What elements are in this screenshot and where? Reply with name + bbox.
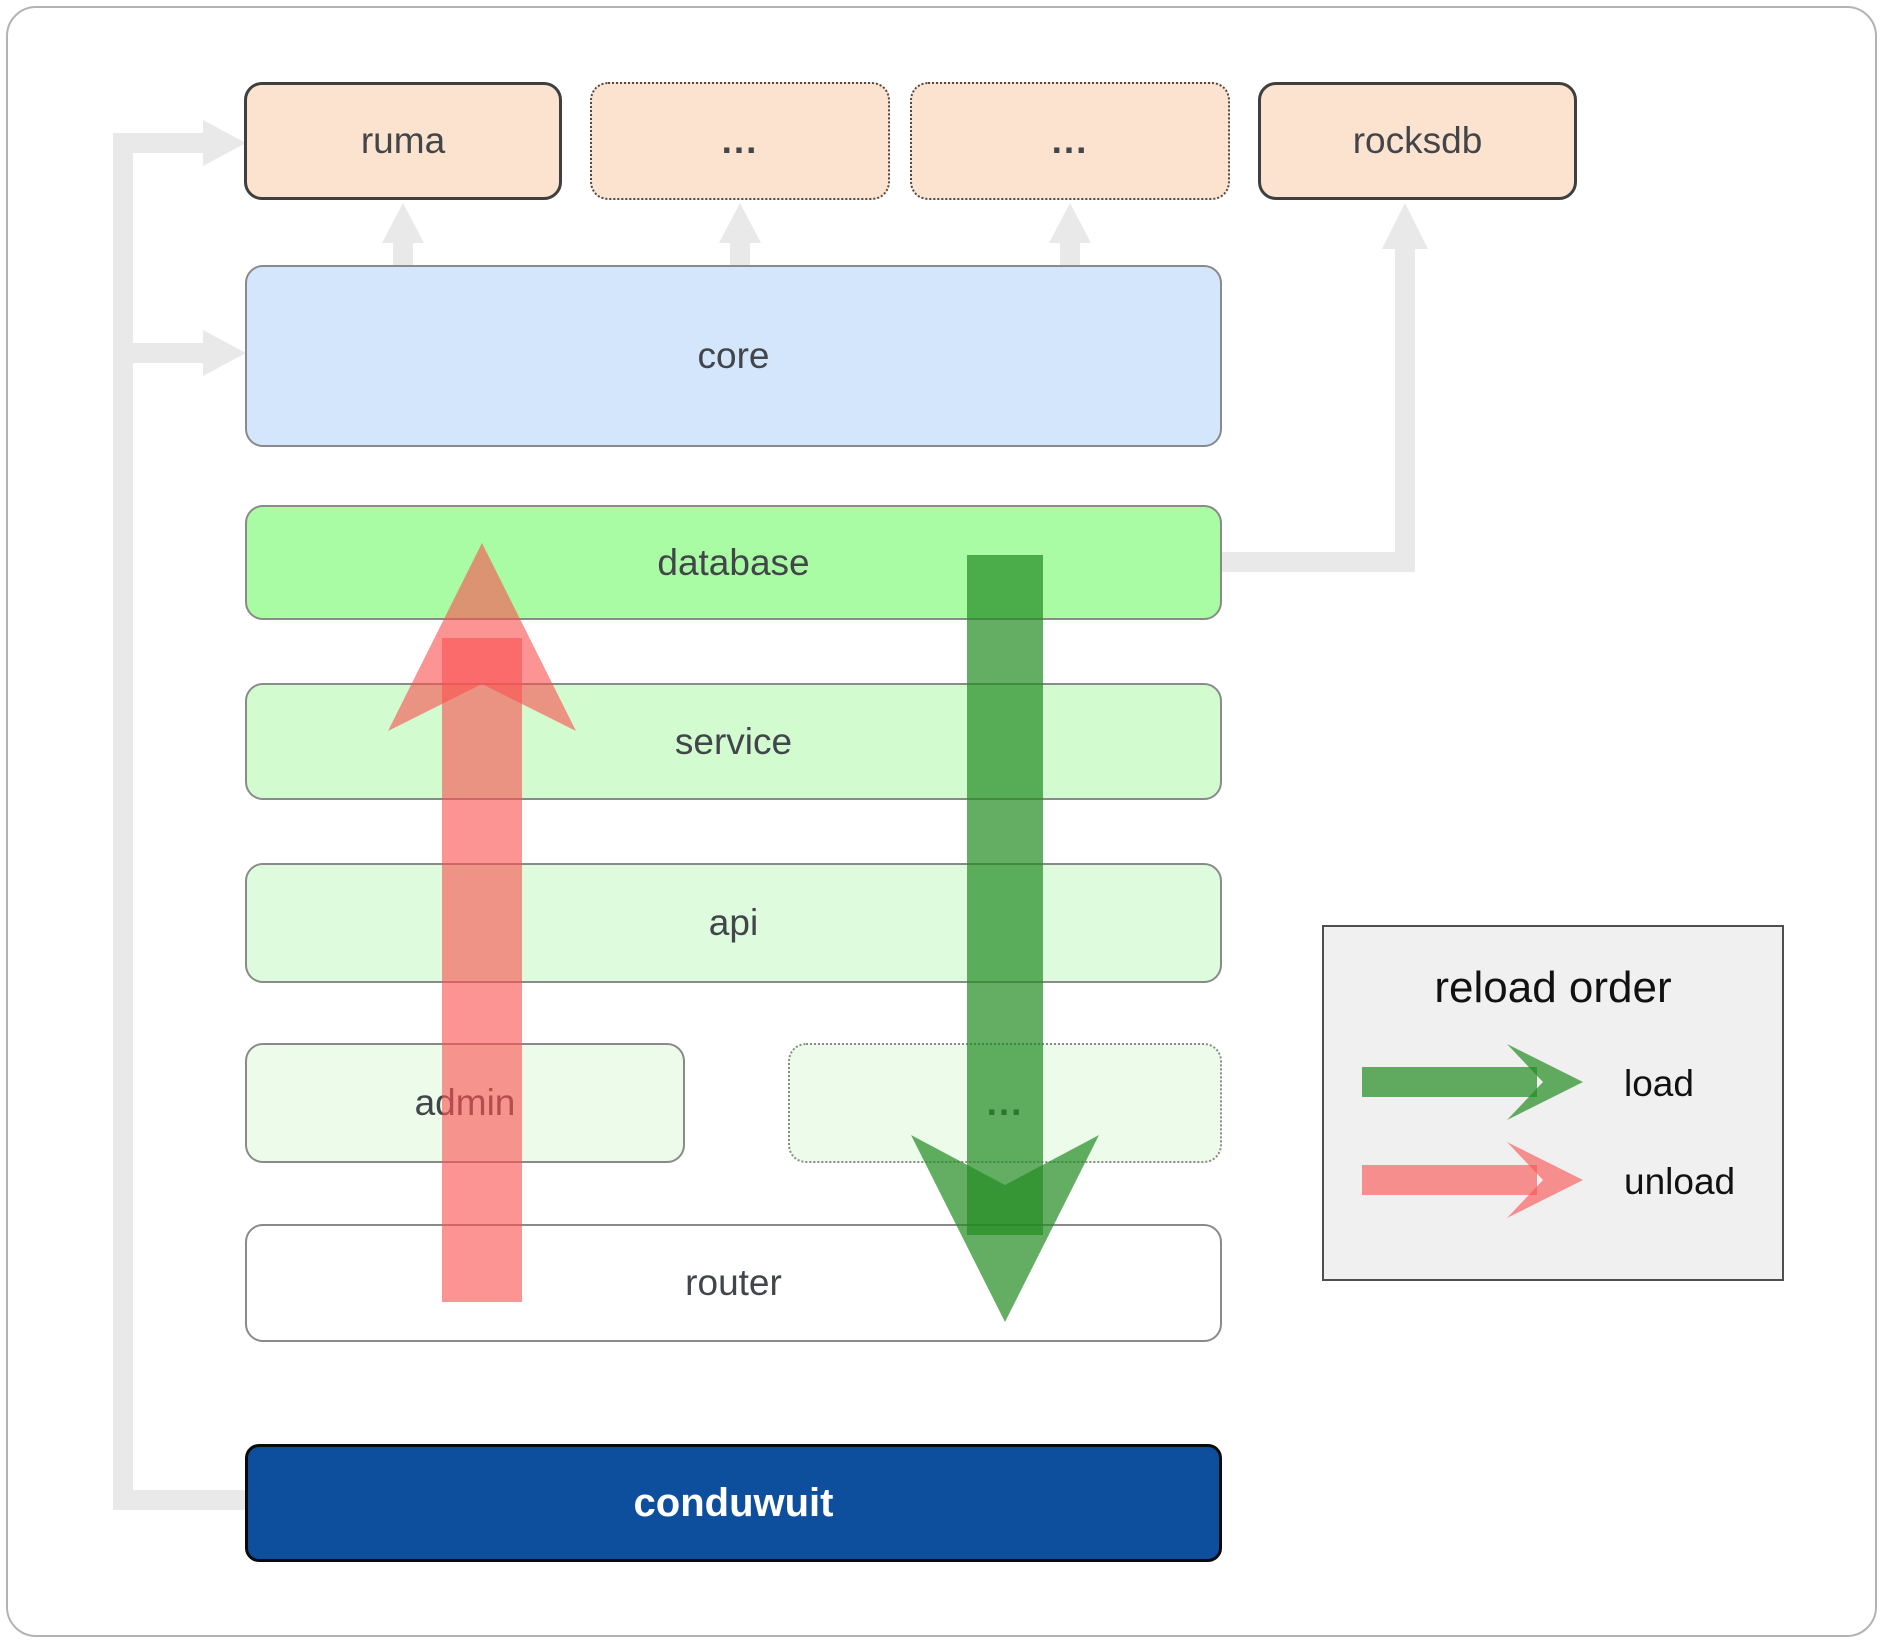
database-label: database (657, 541, 810, 583)
legend-unload-label: unload (1624, 1161, 1736, 1202)
diagram-frame (6, 6, 1877, 1637)
box-ruma: ruma (244, 82, 562, 200)
router-label: router (685, 1262, 782, 1303)
conduwuit-label: conduwuit (633, 1480, 834, 1525)
box-database: database (245, 505, 1222, 620)
ellipsis-bottom-label: ... (986, 1082, 1024, 1123)
box-core: core (245, 265, 1222, 447)
api-label: api (708, 902, 759, 943)
service-label: service (674, 720, 793, 762)
rocksdb-label: rocksdb (1352, 120, 1483, 161)
box-router: router (245, 1224, 1222, 1342)
box-admin: admin (245, 1043, 685, 1163)
admin-label: admin (414, 1082, 516, 1123)
ellipsis-top-2-label: ... (1051, 120, 1089, 161)
box-ellipsis-top-2: ... (910, 82, 1230, 200)
ellipsis-top-1-label: ... (721, 120, 759, 161)
box-api: api (245, 863, 1222, 983)
box-service: service (245, 683, 1222, 800)
box-conduwuit: conduwuit (245, 1444, 1222, 1562)
legend: reload order load unload (1322, 925, 1784, 1281)
ruma-label: ruma (360, 120, 446, 161)
box-ellipsis-bottom: ... (788, 1043, 1222, 1163)
box-rocksdb: rocksdb (1258, 82, 1577, 200)
legend-title: reload order (1434, 963, 1672, 1012)
box-ellipsis-top-1: ... (590, 82, 890, 200)
core-label: core (697, 335, 770, 376)
legend-load-label: load (1624, 1063, 1694, 1104)
